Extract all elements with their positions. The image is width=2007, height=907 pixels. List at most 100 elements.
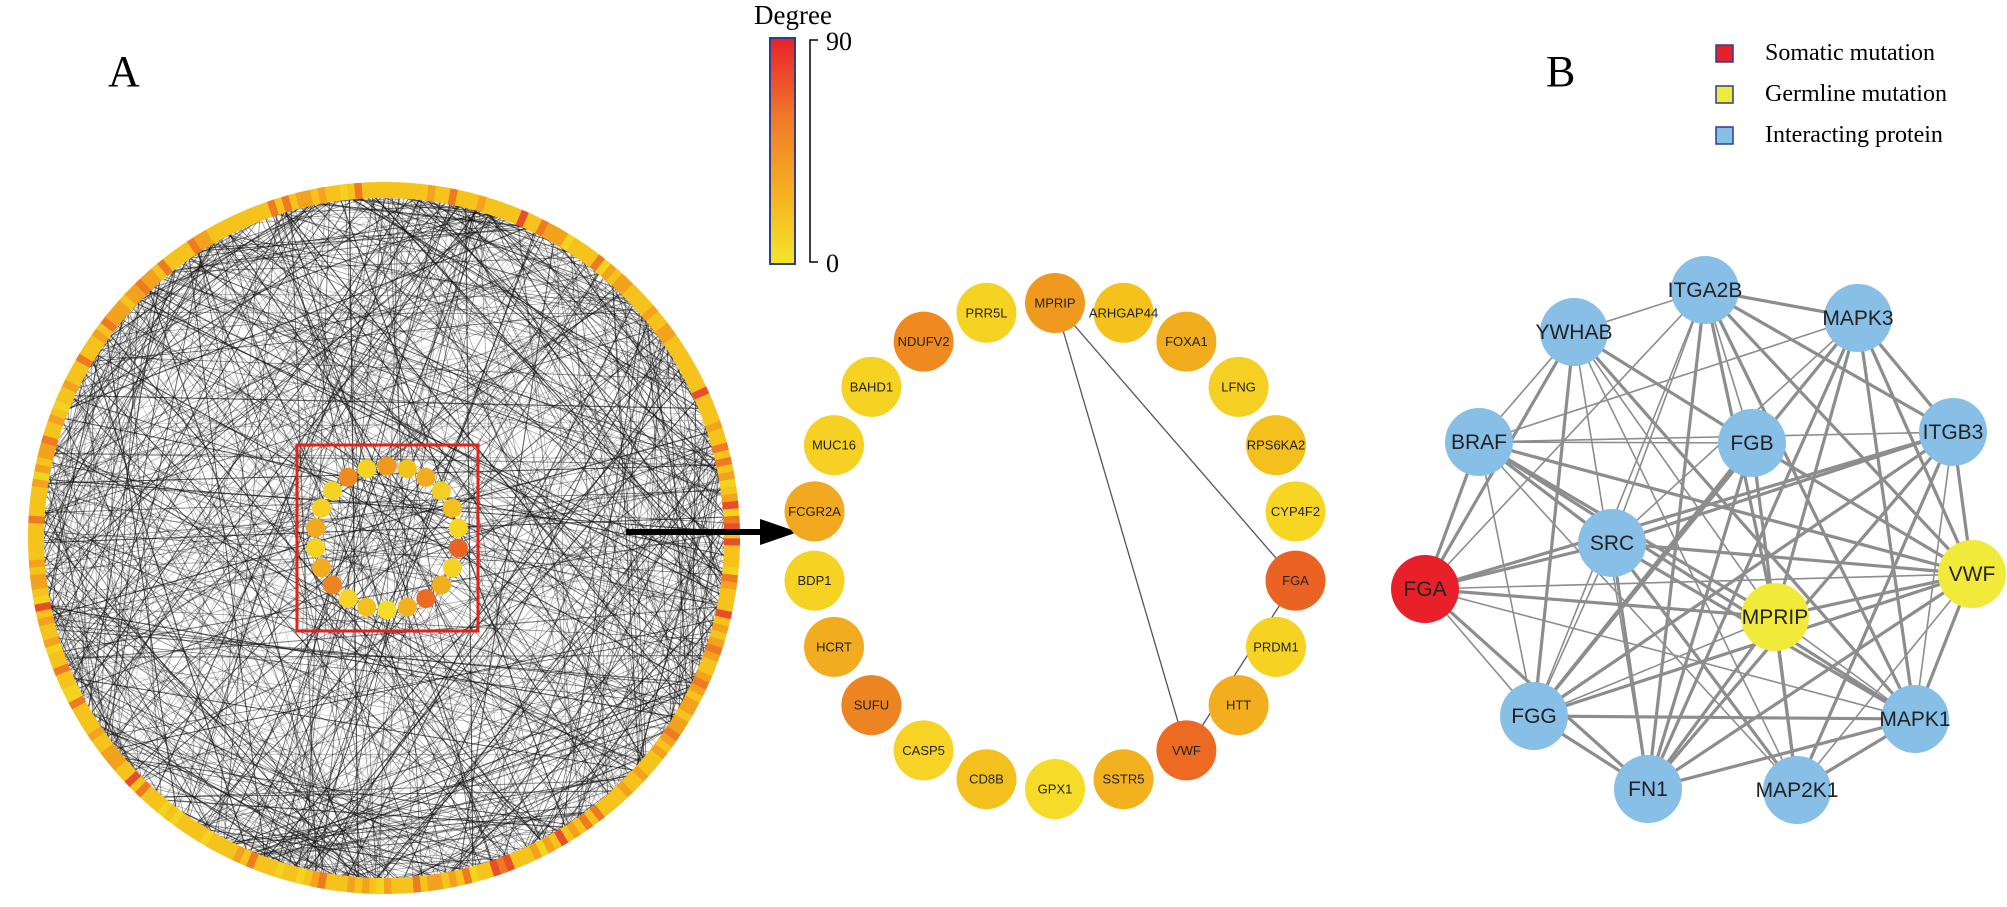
network-edge [198,198,303,834]
network-ring-node [83,340,101,356]
network-edge [405,190,628,789]
network-edge [157,256,591,274]
network-ring-node [502,204,516,222]
network-edge [132,295,728,599]
ppi-node-label: BRAF [1451,431,1507,454]
network-ring-node [583,808,600,827]
zoomed-node-circle [956,749,1017,810]
network-ring-node [180,241,197,259]
mini-node-prr5l [357,459,377,479]
zoomed-node-circle [804,616,864,677]
network-ring-node [287,865,300,883]
zoomed-node-fcgr2a: FCGR2A [784,481,845,542]
network-edge [38,489,716,649]
ppi-edge [1478,440,1973,576]
network-ring-node [245,851,259,869]
network-edge [137,201,479,292]
network-ring-node [678,701,696,717]
network-edge [49,283,146,638]
network-edge [144,283,727,473]
network-ring-node [405,876,414,894]
network-edge [126,271,610,774]
network-edge [42,347,92,610]
network-ring-node [691,676,710,690]
network-ring-node [650,743,668,760]
network-ring-node [31,478,49,489]
ppi-node-label: MAPK3 [1822,307,1893,330]
network-ring-node [636,299,654,317]
network-ring-node [534,839,549,857]
mini-node-bdp1 [306,538,326,558]
network-edge [40,475,376,886]
ppi-edge [1478,431,1954,443]
network-ring-node [419,184,429,201]
network-ring-node [654,322,673,339]
network-edge [297,190,393,877]
network-ring-node [616,278,634,296]
ppi-edge [1751,441,1973,576]
network-edge [36,517,555,843]
network-ring-node [412,876,422,893]
network-ring-node [28,522,45,531]
zoomed-node-label: FCGR2A [788,504,841,519]
network-edge [66,683,400,886]
network-edge [478,202,509,865]
network-edge [548,230,645,771]
network-ring-node [61,682,80,697]
network-ring-node [310,188,321,206]
network-ring-node [50,656,68,670]
network-edge [36,537,727,604]
zoomed-node-circle [1246,616,1306,677]
network-edge [278,264,602,871]
network-edge [41,607,173,816]
network-edge [183,251,701,392]
network-ring-node [412,183,422,200]
network-ring-node [475,195,488,213]
network-edge [363,190,678,729]
network-ring-node [440,872,451,890]
network-ring-node [29,500,46,510]
ppi-edge [1704,288,1954,434]
ppi-node-circle [1938,540,2006,608]
network-edge [209,235,485,873]
network-edge [323,783,633,883]
zoomed-node-circle [1025,273,1085,333]
network-edge [338,748,663,885]
ppi-node-label: FN1 [1628,778,1668,801]
network-ring-node [34,601,52,612]
network-edge [82,713,349,886]
network-ring-node [600,263,617,281]
network-ring-node [43,635,61,648]
zoomed-node-circle [1208,675,1269,736]
legend-label: Somatic mutation [1765,40,1935,66]
network-edge [636,416,712,779]
zoomed-node-label: CYP4F2 [1271,504,1320,519]
network-edge [306,197,611,273]
network-edge [571,446,722,833]
ppi-node-mprip: MPRIP [1741,583,1809,651]
network-edge [490,205,702,394]
network-edge [387,190,404,886]
network-edge [61,672,483,874]
network-edge [36,229,222,577]
network-edge [444,194,724,621]
ppi-edge [1478,317,1859,443]
network-edge [351,206,494,886]
network-ring-node [109,305,127,322]
network-ring-node [716,464,734,475]
network-edge [39,591,441,883]
network-edge [106,325,122,768]
network-edge [248,195,453,860]
network-ring-node [162,254,179,272]
network-edge [49,637,691,706]
network-edge [439,348,678,883]
network-edge [455,196,692,373]
network-ring-node [718,471,736,482]
network-ring-node [433,185,444,203]
network-edge [152,798,440,883]
network-edge [663,495,731,748]
network-ring-node [281,195,293,213]
network-edge [678,362,687,725]
network-ring-node [95,737,114,754]
ppi-node-circle [1614,755,1682,823]
